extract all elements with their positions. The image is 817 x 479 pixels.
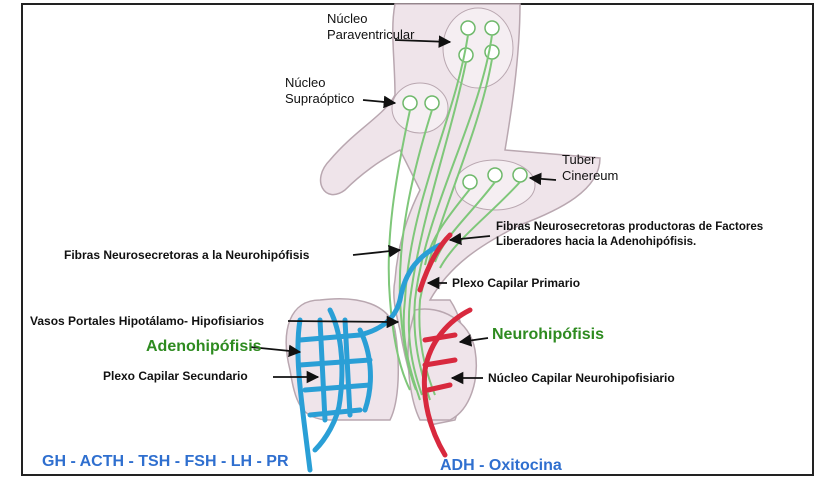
label-plexo-secundario: Plexo Capilar Secundario	[103, 369, 248, 384]
label-hormonas-neuro: ADH - Oxitocina	[440, 458, 562, 473]
label-neurohipofisis: Neurohipófisis	[492, 327, 604, 342]
label-plexo-primario: Plexo Capilar Primario	[452, 276, 580, 291]
supraoptic-nucleus	[392, 83, 448, 133]
label-nucleo-supraoptico: Núcleo Supraóptico	[285, 75, 354, 107]
label-tuber-cinereum: Tuber Cinereum	[562, 152, 618, 184]
label-hormonas-adeno: GH - ACTH - TSH - FSH - LH - PR	[42, 454, 289, 469]
paraventricular-nucleus	[443, 8, 513, 88]
label-fibras-factores: Fibras Neurosecretoras productoras de Fa…	[496, 220, 763, 250]
label-adenohipofisis: Adenohipófisis	[146, 339, 262, 354]
label-fibras-neurohipofisis: Fibras Neurosecretoras a la Neurohipófis…	[64, 248, 309, 263]
label-nucleo-capilar: Núcleo Capilar Neurohipofisiario	[488, 371, 675, 386]
label-nucleo-paraventricular: Núcleo Paraventricular	[327, 11, 414, 43]
label-vasos-portales: Vasos Portales Hipotálamo- Hipofisiarios	[30, 314, 264, 329]
